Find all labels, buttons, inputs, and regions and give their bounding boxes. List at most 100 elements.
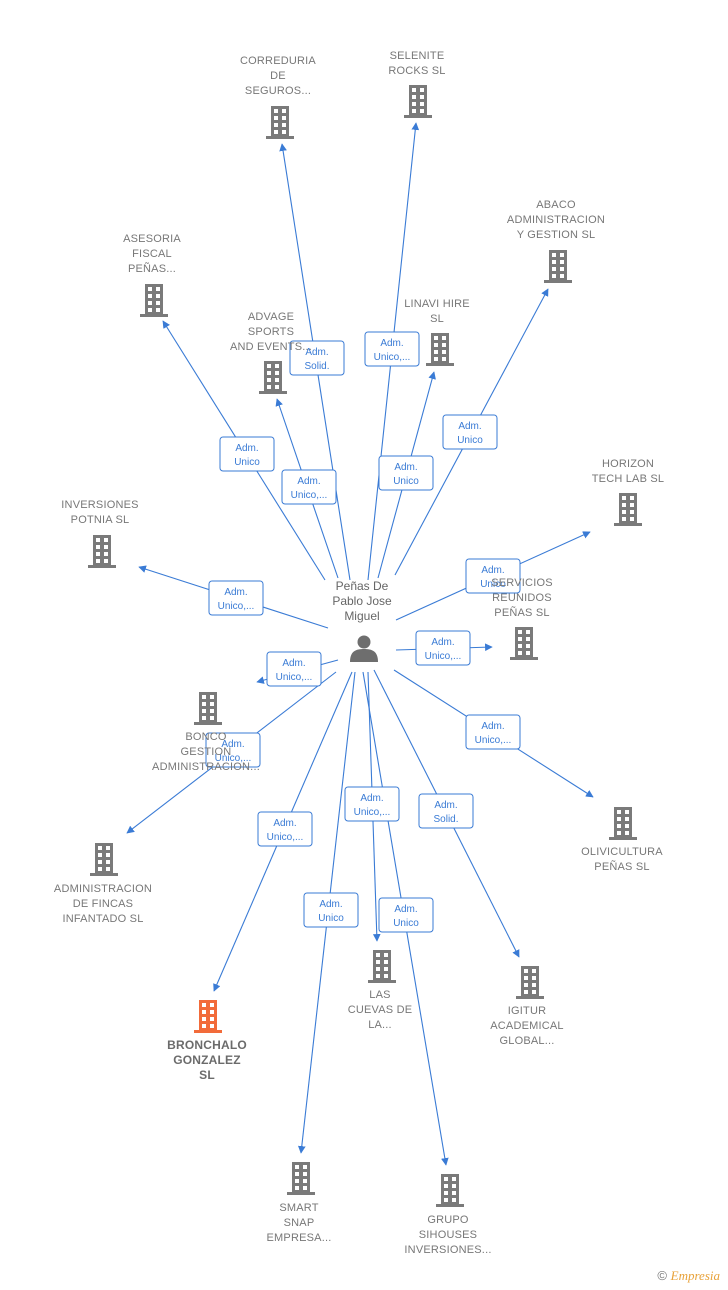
company-label[interactable]: FISCAL [132, 248, 172, 260]
building-icon[interactable] [266, 106, 294, 139]
edge-label-asesoria[interactable]: Adm.Unico [219, 436, 275, 472]
edge-label-box[interactable] [344, 786, 400, 822]
company-node-olivicultura[interactable]: OLIVICULTURA PEÑAS SL [581, 807, 663, 873]
company-label[interactable]: IGITUR [508, 1005, 546, 1017]
company-label[interactable]: EMPRESA... [267, 1232, 332, 1244]
edge-label-box[interactable] [418, 793, 474, 829]
edge-label-box[interactable] [266, 651, 322, 687]
edge-label-servicios[interactable]: Adm.Unico,... [415, 630, 471, 666]
building-icon[interactable] [544, 250, 572, 283]
edge-label-admin-fincas[interactable]: Adm.Unico,... [205, 732, 261, 768]
company-node-bonco[interactable]: BONCO GESTION ADMINISTRACION... [152, 692, 260, 773]
building-icon[interactable] [287, 1162, 315, 1195]
edge-label-box[interactable] [442, 414, 498, 450]
company-label[interactable]: LA... [368, 1019, 392, 1031]
company-node-grupo-sihouses[interactable]: GRUPO SIHOUSES INVERSIONES... [404, 1174, 491, 1256]
edge-label-horizon[interactable]: Adm.Unico [465, 558, 521, 594]
edge-label-box[interactable] [289, 340, 345, 376]
company-label[interactable]: INVERSIONES [61, 499, 138, 511]
company-label[interactable]: SL [199, 1068, 215, 1082]
building-icon[interactable] [609, 807, 637, 840]
edge-label-box[interactable] [208, 580, 264, 616]
company-label[interactable]: BONCO [185, 731, 227, 743]
edge-label-box[interactable] [465, 558, 521, 594]
company-label[interactable]: OLIVICULTURA [581, 846, 663, 858]
company-label[interactable]: ROCKS SL [388, 65, 445, 77]
edge-label-box[interactable] [465, 714, 521, 750]
company-label[interactable]: ADMINISTRACION [54, 883, 152, 895]
building-icon[interactable] [259, 361, 287, 394]
company-label[interactable]: INVERSIONES... [404, 1244, 491, 1256]
company-label[interactable]: AND EVENTS... [230, 341, 312, 353]
company-label[interactable]: ACADEMICAL [490, 1020, 564, 1032]
company-node-linavi[interactable]: LINAVI HIRE SL [404, 298, 470, 366]
company-label[interactable]: GLOBAL... [500, 1035, 555, 1047]
company-label[interactable]: LINAVI HIRE [404, 298, 470, 310]
company-label[interactable]: TECH LAB SL [592, 473, 665, 485]
company-node-igitur[interactable]: IGITUR ACADEMICAL GLOBAL... [490, 966, 564, 1047]
company-label[interactable]: CUEVAS DE [348, 1004, 413, 1016]
edge-label-correduria[interactable]: Adm.Solid. [289, 340, 345, 376]
company-node-inversiones-potnia[interactable]: INVERSIONES POTNIA SL [61, 499, 138, 568]
building-icon[interactable] [516, 966, 544, 999]
edge-label-box[interactable] [364, 331, 420, 367]
building-icon[interactable] [614, 493, 642, 526]
edge-label-igitur[interactable]: Adm.Solid. [418, 793, 474, 829]
company-label[interactable]: GRUPO [427, 1214, 469, 1226]
edge-label-advage[interactable]: Adm.Unico,... [281, 469, 337, 505]
edge-label-box[interactable] [378, 455, 434, 491]
edge-label-inversiones-potnia[interactable]: Adm.Unico,... [208, 580, 264, 616]
edge-label-grupo-sihouses[interactable]: Adm.Unico [378, 897, 434, 933]
company-label[interactable]: ADMINISTRACION [507, 214, 605, 226]
company-label[interactable]: INFANTADO SL [62, 913, 143, 925]
building-icon[interactable] [368, 950, 396, 983]
edge-label-bronchalo[interactable]: Adm.Unico,... [257, 811, 313, 847]
edge-label-selenite[interactable]: Adm.Unico,... [364, 331, 420, 367]
edge-label-box[interactable] [378, 897, 434, 933]
company-label[interactable]: SIHOUSES [419, 1229, 477, 1241]
company-node-smart-snap[interactable]: SMARTSNAPEMPRESA... [267, 1162, 332, 1244]
company-label[interactable]: SEGUROS... [245, 85, 311, 97]
edge-label-box[interactable] [257, 811, 313, 847]
building-icon[interactable] [194, 692, 222, 725]
company-label[interactable]: CORREDURIA [240, 55, 316, 67]
company-label[interactable]: SPORTS [248, 326, 294, 338]
building-icon[interactable] [436, 1174, 464, 1207]
edge-label-box[interactable] [281, 469, 337, 505]
edge-label-box[interactable] [219, 436, 275, 472]
edge-label-box[interactable] [303, 892, 359, 928]
company-label[interactable]: ADMINISTRACION... [152, 761, 260, 773]
company-label[interactable]: SERVICIOS [491, 577, 553, 589]
building-icon[interactable] [88, 535, 116, 568]
edge-label-abaco[interactable]: Adm.Unico [442, 414, 498, 450]
company-label[interactable]: POTNIA SL [71, 514, 130, 526]
edge-label-olivicultura[interactable]: Adm.Unico,... [465, 714, 521, 750]
company-label[interactable]: DE [270, 70, 286, 82]
edge-label-bonco[interactable]: Adm.Unico,... [266, 651, 322, 687]
company-label[interactable]: REUNIDOS [492, 592, 552, 604]
company-label[interactable]: GONZALEZ [173, 1053, 241, 1067]
company-label[interactable]: PEÑAS SL [594, 860, 649, 873]
person-name-label[interactable]: Pablo Jose [332, 594, 392, 608]
company-node-asesoria[interactable]: ASESORIAFISCALPEÑAS... [123, 233, 181, 317]
company-label[interactable]: HORIZON [602, 458, 654, 470]
building-icon[interactable] [90, 843, 118, 876]
company-label[interactable]: SELENITE [390, 50, 445, 62]
company-label[interactable]: LAS [369, 989, 390, 1001]
building-icon[interactable] [404, 85, 432, 118]
company-label[interactable]: GESTION [181, 746, 232, 758]
company-label[interactable]: DE FINCAS [73, 898, 133, 910]
company-label[interactable]: PEÑAS... [128, 262, 176, 275]
company-label[interactable]: SL [430, 313, 444, 325]
company-label[interactable]: ABACO [536, 199, 576, 211]
edge-label-smart-snap[interactable]: Adm.Unico [303, 892, 359, 928]
person-name-label[interactable]: Miguel [344, 609, 379, 623]
edge-label-linavi[interactable]: Adm.Unico [378, 455, 434, 491]
building-icon[interactable] [194, 1000, 222, 1033]
company-node-admin-fincas[interactable]: ADMINISTRACION DE FINCAS INFANTADO SL [54, 843, 152, 925]
